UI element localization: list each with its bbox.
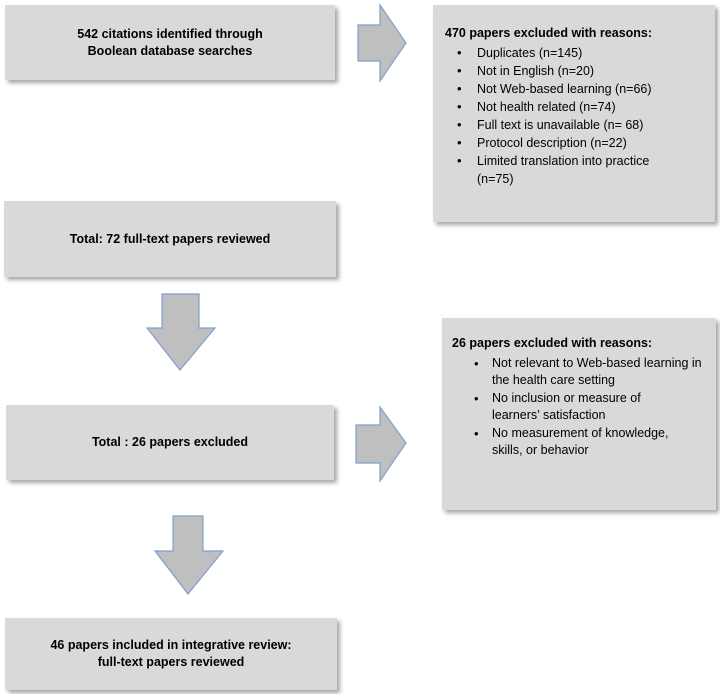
identified-text: 542 citations identified through Boolean…: [77, 26, 263, 58]
right-arrow-icon: [355, 405, 407, 483]
exclusion-reason-list-second: Not relevant to Web-based learning in th…: [452, 355, 706, 459]
exclusion-heading-first: 470 papers excluded with reasons:: [445, 26, 653, 40]
total-excluded-box: Total : 26 papers excluded: [6, 405, 334, 480]
identified-box: 542 citations identified through Boolean…: [5, 5, 335, 80]
exclusion-reason: Limited translation into practice (n=75): [445, 152, 652, 188]
exclusion-reason: Not relevant to Web-based learning in th…: [452, 355, 706, 389]
down-arrow-icon: [153, 515, 225, 595]
exclusion-reason: Not Web-based learning (n=66): [445, 80, 705, 98]
exclusion-reason: Not health related (n=74): [445, 98, 705, 116]
total-excluded-text: Total : 26 papers excluded: [91, 435, 249, 449]
exclusion-box-first: 470 papers excluded with reasons: Duplic…: [433, 5, 715, 222]
exclusion-heading-second: 26 papers excluded with reasons:: [452, 336, 653, 350]
exclusion-reason-list-first: Duplicates (n=145) Not in English (n=20)…: [445, 44, 705, 188]
exclusion-reason: No measurement of knowledge, skills, or …: [452, 425, 692, 459]
reviewed-box: Total: 72 full-text papers reviewed: [4, 201, 336, 277]
included-box: 46 papers included in integrative review…: [5, 618, 337, 690]
right-arrow-icon: [357, 3, 407, 83]
exclusion-reason: Not in English (n=20): [445, 62, 705, 80]
reviewed-text: Total: 72 full-text papers reviewed: [69, 231, 271, 246]
down-arrow-icon: [145, 293, 217, 371]
exclusion-box-second: 26 papers excluded with reasons: Not rel…: [442, 318, 716, 510]
exclusion-reason: Full text is unavailable (n= 68): [445, 116, 705, 134]
exclusion-reason: Duplicates (n=145): [445, 44, 705, 62]
included-text: 46 papers included in integrative review…: [50, 638, 292, 669]
exclusion-reason: Protocol description (n=22): [445, 134, 705, 152]
exclusion-reason: No inclusion or measure of learners’ sat…: [452, 390, 682, 424]
